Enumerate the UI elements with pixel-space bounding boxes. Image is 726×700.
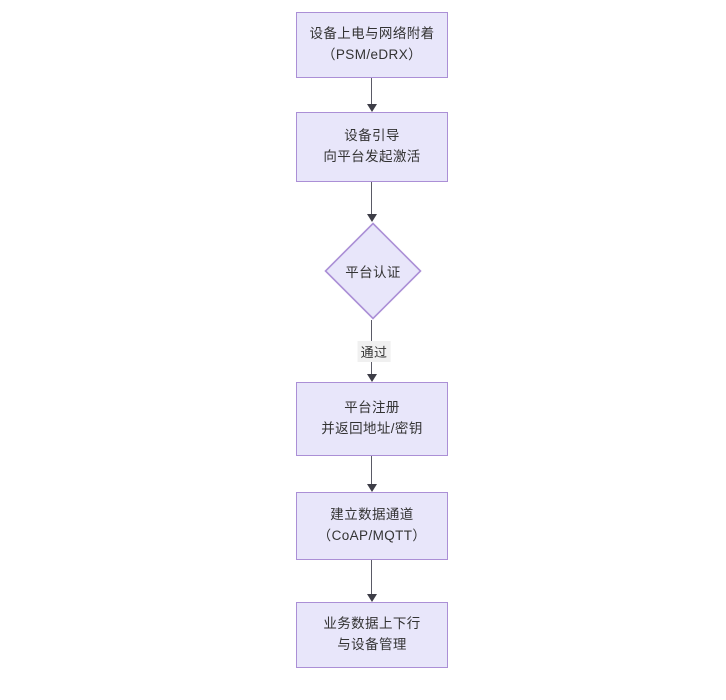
edge-line xyxy=(371,560,373,594)
flow-node-line: 平台注册 xyxy=(344,400,400,416)
flow-node-platform-register[interactable]: 平台注册 并返回地址/密钥 xyxy=(296,382,448,456)
flow-node-line: 业务数据上下行 xyxy=(323,616,421,632)
flow-node-line: （CoAP/MQTT） xyxy=(317,528,427,543)
flow-edge-label-pass: 通过 xyxy=(357,341,391,362)
edge-arrowhead-icon xyxy=(366,374,377,382)
edge-arrowhead-icon xyxy=(366,214,377,222)
edge-arrowhead-icon xyxy=(366,104,377,112)
flow-node-line: 设备上电与网络附着 xyxy=(309,26,435,42)
flow-node-platform-auth-decision[interactable]: 平台认证 xyxy=(324,222,422,320)
flow-node-device-bootstrap[interactable]: 设备引导 向平台发起激活 xyxy=(296,112,448,182)
flow-edge-n5-n6 xyxy=(366,560,381,602)
edge-line xyxy=(371,456,373,484)
flow-node-line: 平台认证 xyxy=(345,265,401,280)
flow-node-line: 向平台发起激活 xyxy=(323,149,421,164)
flow-node-line: 建立数据通道 xyxy=(330,507,414,523)
edge-line xyxy=(371,78,373,104)
flow-edge-n1-n2 xyxy=(366,78,381,112)
edge-arrowhead-icon xyxy=(366,484,377,492)
flow-edge-n2-n3 xyxy=(366,182,381,222)
flow-node-device-power-on[interactable]: 设备上电与网络附着 （PSM/eDRX） xyxy=(296,12,448,78)
flow-node-line: 设备引导 xyxy=(344,128,400,144)
flow-node-business-data[interactable]: 业务数据上下行 与设备管理 xyxy=(296,602,448,668)
flow-node-data-channel[interactable]: 建立数据通道 （CoAP/MQTT） xyxy=(296,492,448,560)
flow-node-line: 与设备管理 xyxy=(337,637,407,652)
flow-edge-n4-n5 xyxy=(366,456,381,492)
edge-arrowhead-icon xyxy=(366,594,377,602)
flow-node-line: （PSM/eDRX） xyxy=(321,47,423,62)
flow-node-line: 并返回地址/密钥 xyxy=(321,421,423,436)
edge-line xyxy=(371,182,373,214)
diamond-shape-icon xyxy=(324,222,422,320)
